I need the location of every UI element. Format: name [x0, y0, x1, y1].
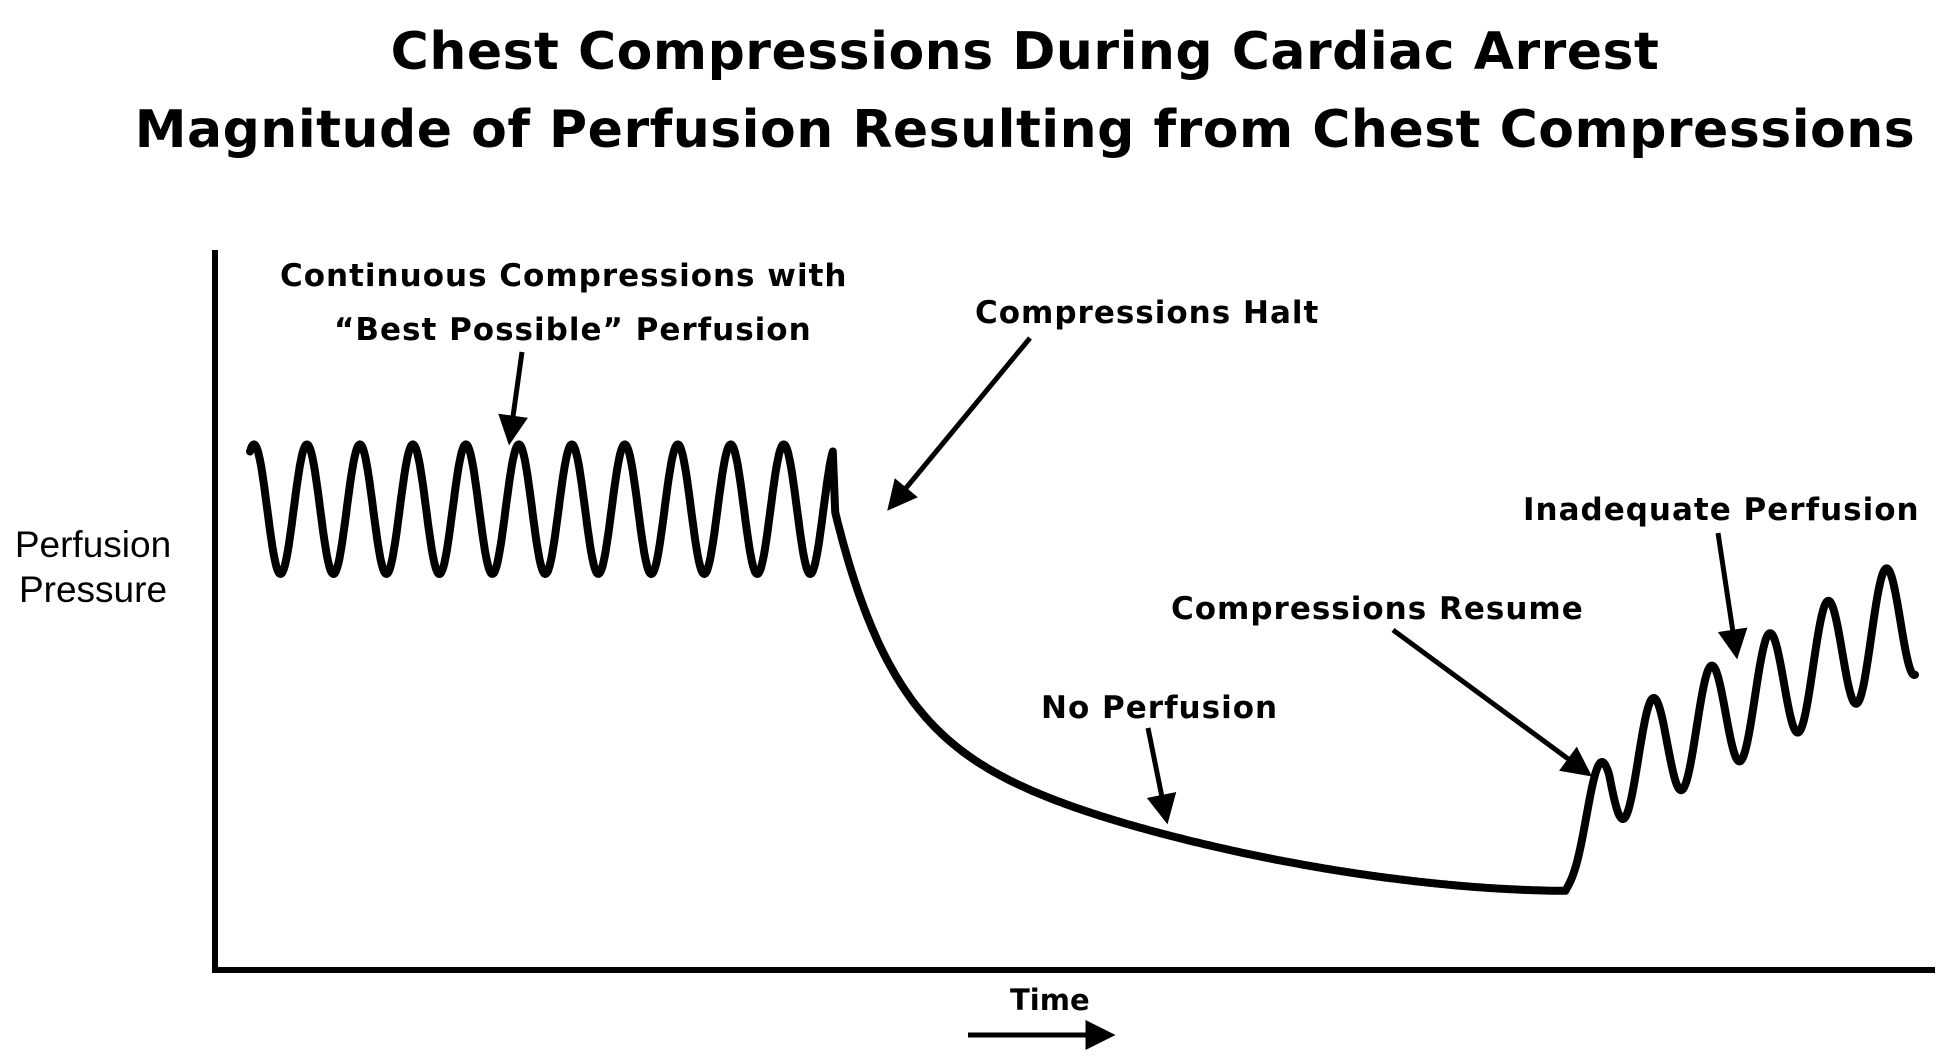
- chart-title-line-2: Magnitude of Perfusion Resulting from Ch…: [134, 100, 1916, 160]
- chart-title-line-1: Chest Compressions During Cardiac Arrest: [390, 22, 1660, 82]
- arrow-compressions-resume: [1391, 627, 1593, 777]
- perfusion-curve: [246, 440, 1919, 895]
- y-axis-label-line-2: Pressure: [18, 569, 168, 610]
- arrow-inadequate-perfusion: [1715, 532, 1748, 660]
- y-axis-label: Perfusion Pressure: [8, 522, 178, 612]
- x-axis-label: Time: [1010, 983, 1090, 1017]
- annotation-continuous-line-2: “Best Possible” Perfusion: [334, 312, 812, 348]
- annotation-continuous-line-1: Continuous Compressions with: [280, 258, 848, 294]
- arrow-compressions-halt: [887, 336, 1032, 511]
- annotation-compressions-halt: Compressions Halt: [975, 295, 1320, 331]
- annotation-inadequate-perfusion: Inadequate Perfusion: [1523, 492, 1920, 528]
- annotation-no-perfusion: No Perfusion: [1041, 690, 1279, 726]
- arrow-continuous: [498, 351, 528, 446]
- y-axis-label-line-1: Perfusion: [14, 524, 172, 565]
- annotation-compressions-resume: Compressions Resume: [1171, 591, 1584, 627]
- arrow-no-perfusion: [1145, 727, 1177, 825]
